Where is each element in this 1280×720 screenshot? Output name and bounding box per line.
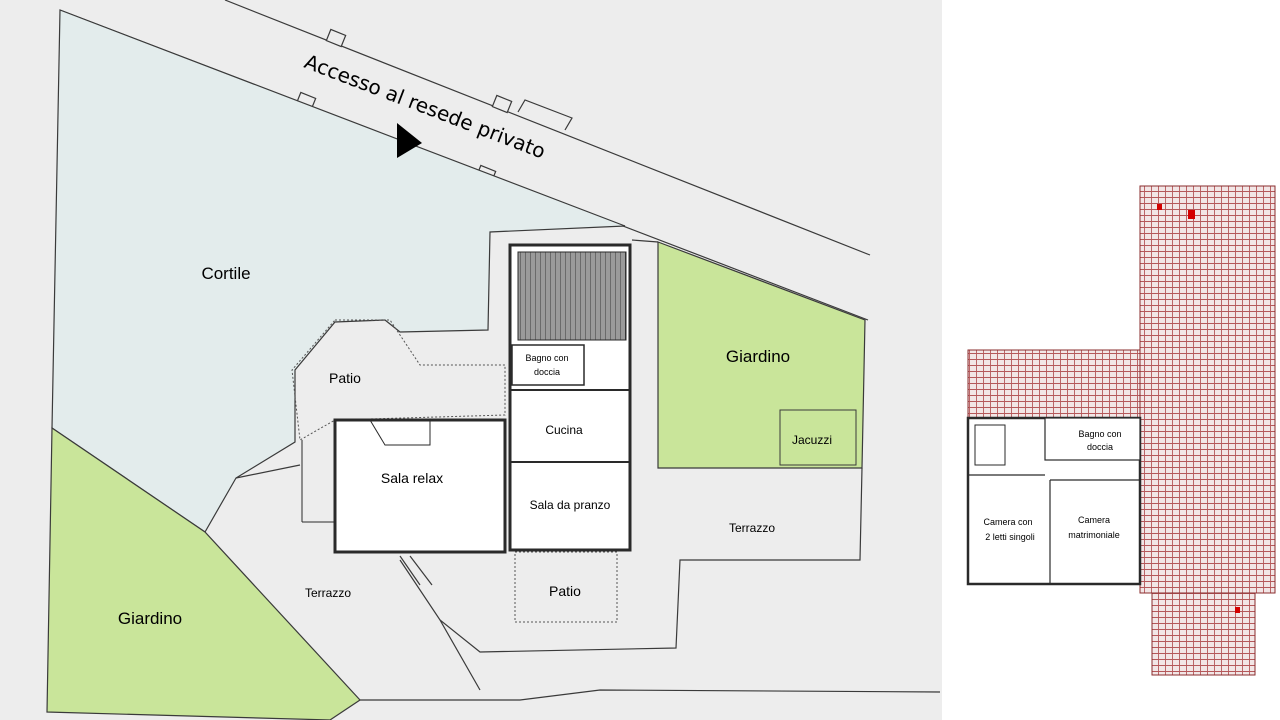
patio-bottom-area [514,551,618,623]
label-camera-matr-line1: Camera [1078,515,1110,525]
label-patio-bottom: Patio [549,583,581,599]
label-cucina: Cucina [545,423,583,437]
label-patio-top: Patio [329,370,361,386]
label-sala-pranzo: Sala da pranzo [530,498,611,512]
label-upper-bagno-line1: Bagno con [1078,429,1121,439]
jacuzzi-area [779,409,857,466]
label-upper-bagno-line2: doccia [1087,442,1113,452]
upper-floor-roof [967,185,1276,676]
label-camera-matr-line2: matrimoniale [1068,530,1120,540]
label-camera-singoli-line1: Camera con [983,517,1032,527]
garden-left-area [46,426,361,720]
upper-floor-rooms [966,416,1142,586]
label-terrazzo-left: Terrazzo [305,586,351,600]
label-giardino-right: Giardino [726,347,790,366]
terrace-outline [235,239,941,701]
label-cortile: Cortile [201,264,250,283]
label-bagno-line2: doccia [534,367,560,377]
label-giardino-left: Giardino [118,609,182,628]
direction-arrow-icon [397,123,422,158]
label-sala-relax: Sala relax [381,470,443,486]
label-camera-singoli-line2: 2 letti singoli [985,532,1035,542]
label-jacuzzi: Jacuzzi [792,433,832,447]
label-bagno-line1: Bagno con [525,353,568,363]
label-terrazzo-right: Terrazzo [729,521,775,535]
house-ground-floor [301,243,632,554]
patio-top-area [291,319,506,441]
